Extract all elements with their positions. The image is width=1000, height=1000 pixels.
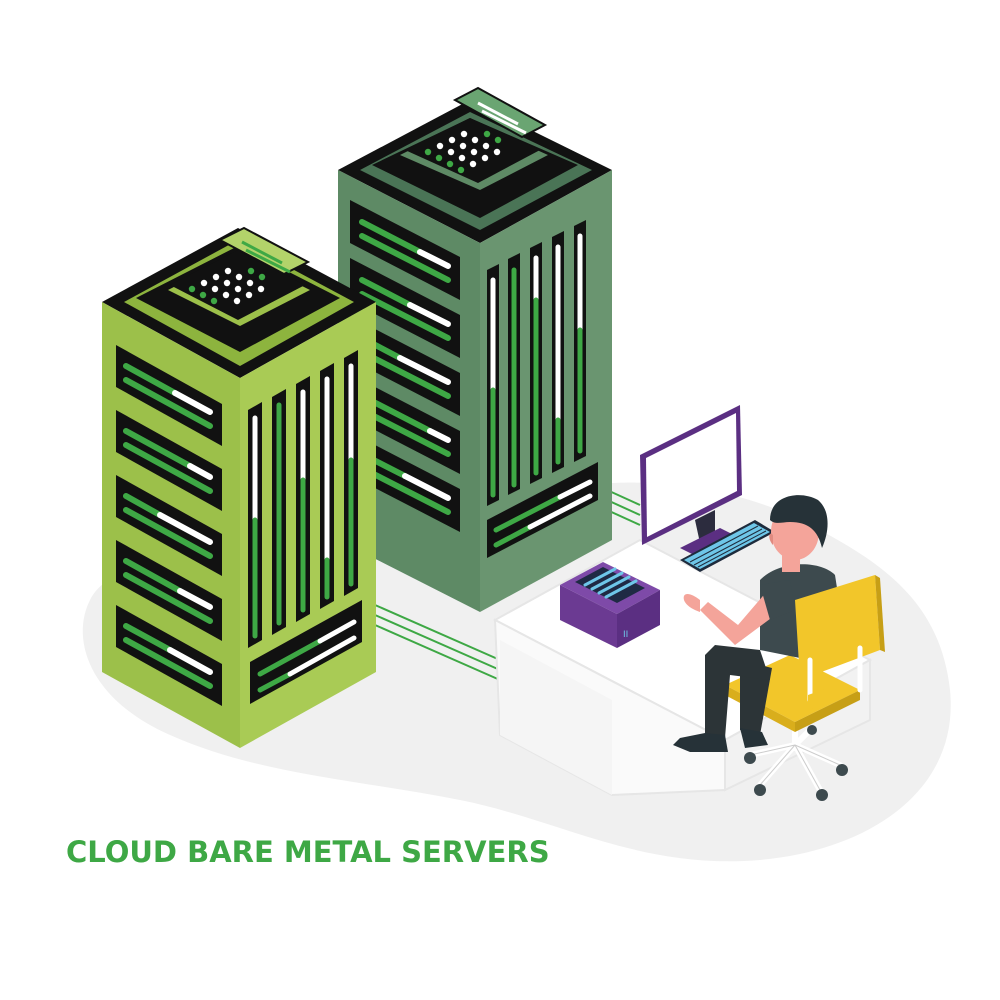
keyboard-icon	[680, 520, 775, 572]
chair-backrest	[795, 575, 885, 710]
network-cables	[374, 479, 641, 681]
server-rack-light-icon	[102, 226, 376, 748]
server-rack-dark-icon	[338, 86, 612, 612]
network-box-icon: II	[560, 562, 660, 648]
monitor-icon	[640, 405, 742, 558]
svg-text:II: II	[623, 630, 628, 640]
caption-title: CLOUD BARE METAL SERVERS	[66, 835, 550, 869]
